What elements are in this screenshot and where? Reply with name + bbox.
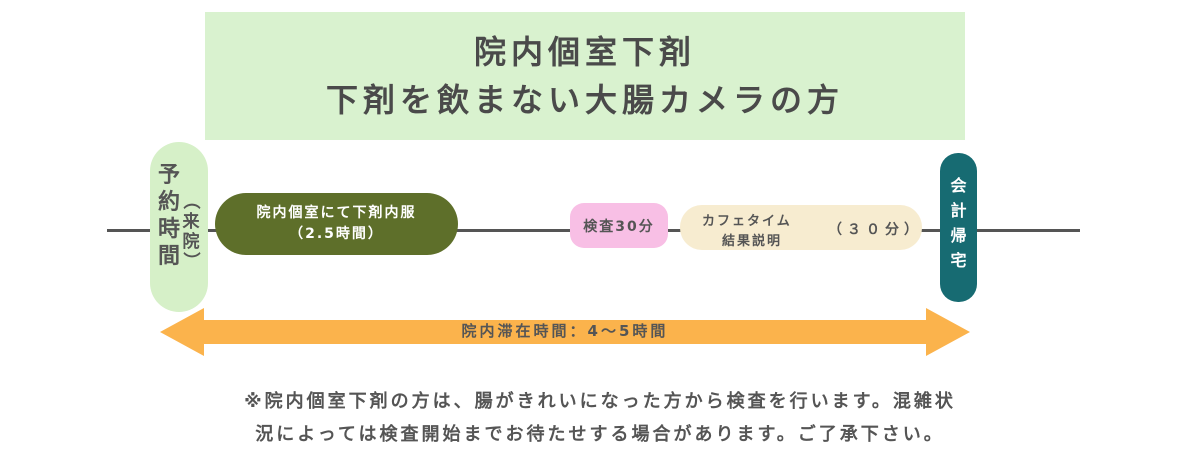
laxative-step-duration: （2.5時間） — [289, 226, 384, 242]
checkout-label: 会計帰宅 — [950, 176, 967, 270]
reservation-label: 予約時間 — [158, 163, 181, 269]
reservation-time-pill: 予約時間 ︵来院︶ — [150, 142, 208, 312]
arrival-label: ︵来院︶ — [182, 192, 201, 272]
title-line-2: 下剤を飲まない大腸カメラの方 — [325, 81, 844, 119]
laxative-step-label: 院内個室にて下剤内服 — [256, 205, 417, 221]
note-text: ※院内個室下剤の方は、腸がきれいになった方から検査を行います。混雑状 況によって… — [140, 385, 1060, 451]
laxative-step: 院内個室にて下剤内服 （2.5時間） — [215, 193, 458, 255]
cafe-duration: （３０分） — [828, 222, 923, 238]
title-box: 院内個室下剤 下剤を飲まない大腸カメラの方 — [205, 12, 965, 140]
stay-duration-arrow — [160, 308, 970, 356]
exam-step: 検査30分 — [570, 203, 668, 248]
stay-duration-label: 院内滞在時間：4〜5時間 — [461, 322, 669, 340]
results-label: 結果説明 — [722, 234, 783, 249]
note-line-1: ※院内個室下剤の方は、腸がきれいになった方から検査を行います。混雑状 — [244, 391, 956, 412]
cafe-label: カフェタイム — [702, 214, 792, 229]
title-line-1: 院内個室下剤 — [473, 33, 696, 71]
cafe-step: カフェタイム 結果説明 （３０分） — [680, 205, 922, 250]
note-line-2: 況によっては検査開始までお待たせする場合があります。ご了承下さい。 — [255, 424, 945, 445]
checkout-step: 会計帰宅 — [940, 153, 977, 302]
